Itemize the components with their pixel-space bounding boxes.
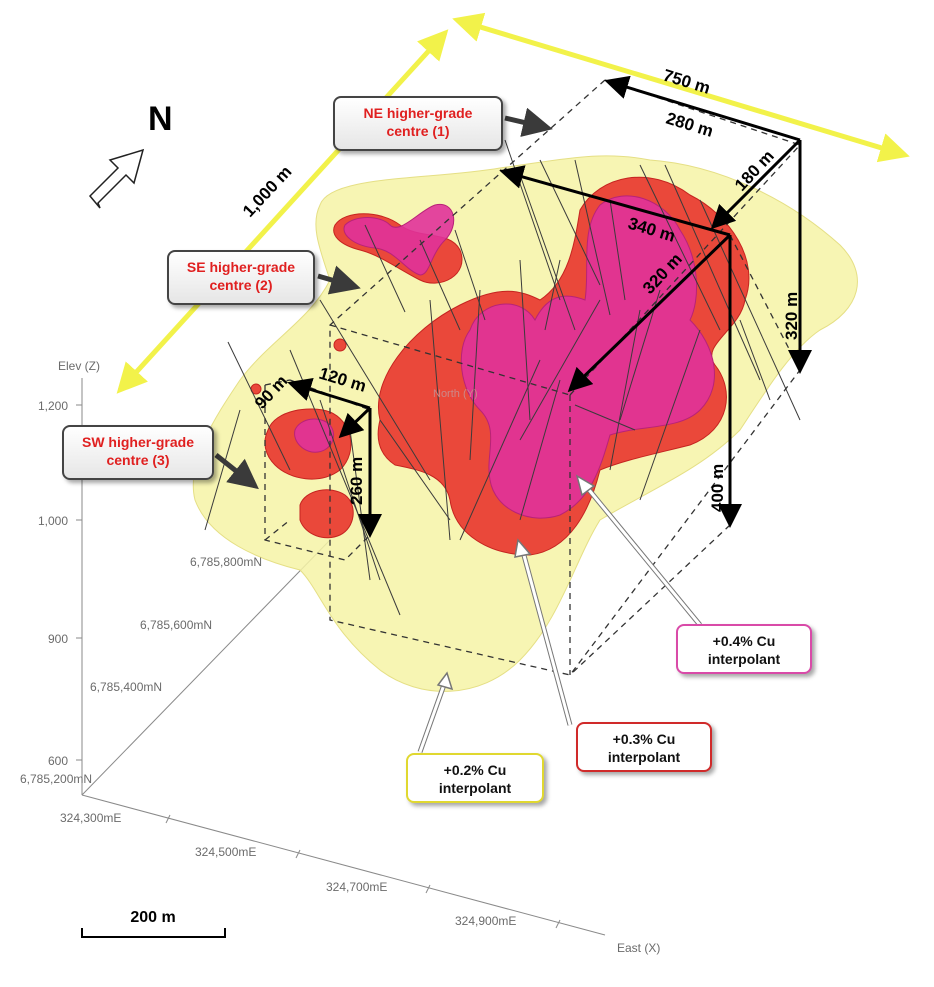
ne-callout-line1: NE higher-grade xyxy=(363,105,473,121)
cu03-line2: interpolant xyxy=(607,749,681,765)
north-axis-title: North (Y) xyxy=(433,388,478,400)
sw-centre-callout: SW higher-grade centre (3) xyxy=(62,425,214,480)
scale-bar-label: 200 m xyxy=(130,909,175,926)
elev-tick-600: 600 xyxy=(48,754,68,768)
north-tick-6785800: 6,785,800mN xyxy=(190,555,262,569)
callout-pointers xyxy=(214,107,553,490)
east-axis-title: East (X) xyxy=(617,941,660,955)
dim-400: 400 m xyxy=(708,464,727,512)
north-tick-6785400: 6,785,400mN xyxy=(90,680,162,694)
scale-bar: 200 m xyxy=(81,909,226,938)
cu02-line2: interpolant xyxy=(438,780,512,796)
elev-tick-1000: 1,000 xyxy=(38,514,68,528)
ne-callout-line2: centre (1) xyxy=(386,123,450,139)
yellow-dimension-arrows xyxy=(116,12,910,394)
interpolant-arrowheads xyxy=(436,474,596,691)
interpolant-pointers xyxy=(417,483,702,753)
cu02-line1: +0.2% Cu xyxy=(443,762,507,778)
sw-callout-line2: centre (3) xyxy=(106,452,170,468)
north-tick-6785600: 6,785,600mN xyxy=(140,618,212,632)
dim-320-vert: 320 m xyxy=(782,292,801,340)
se-centre-callout: SE higher-grade centre (2) xyxy=(167,250,315,305)
dim-260: 260 m xyxy=(347,457,366,505)
north-label: N xyxy=(148,100,173,138)
north-arrow-icon xyxy=(88,148,145,209)
cu-02-callout: +0.2% Cu interpolant xyxy=(406,753,544,803)
se-callout-line1: SE higher-grade xyxy=(186,259,296,275)
ne-centre-callout: NE higher-grade centre (1) xyxy=(333,96,503,151)
elev-tick-900: 900 xyxy=(48,632,68,646)
cu04-line1: +0.4% Cu xyxy=(712,633,776,649)
dim-280: 280 m xyxy=(664,109,716,141)
cu03-line1: +0.3% Cu xyxy=(612,731,676,747)
north-tick-6785200: 6,785,200mN xyxy=(20,772,92,786)
elev-tick-1200: 1,200 xyxy=(38,399,68,413)
axis-labels: Elev (Z) 1,200 1,000 900 600 North (Y) 6… xyxy=(20,359,660,955)
se-callout-line2: centre (2) xyxy=(209,277,273,293)
elev-axis-title: Elev (Z) xyxy=(58,359,100,373)
cu-04-callout: +0.4% Cu interpolant xyxy=(676,624,812,674)
east-tick-324900: 324,900mE xyxy=(455,914,516,928)
sw-callout-line1: SW higher-grade xyxy=(81,434,194,450)
east-tick-324700: 324,700mE xyxy=(326,880,387,894)
east-tick-324500: 324,500mE xyxy=(195,845,256,859)
dim-1000: 1,000 m xyxy=(239,162,295,221)
cu04-line2: interpolant xyxy=(707,651,781,667)
dim-750: 750 m xyxy=(661,66,713,98)
east-tick-324300: 324,300mE xyxy=(60,811,121,825)
cu-03-callout: +0.3% Cu interpolant xyxy=(576,722,712,772)
black-dimension-arrows xyxy=(287,75,812,538)
